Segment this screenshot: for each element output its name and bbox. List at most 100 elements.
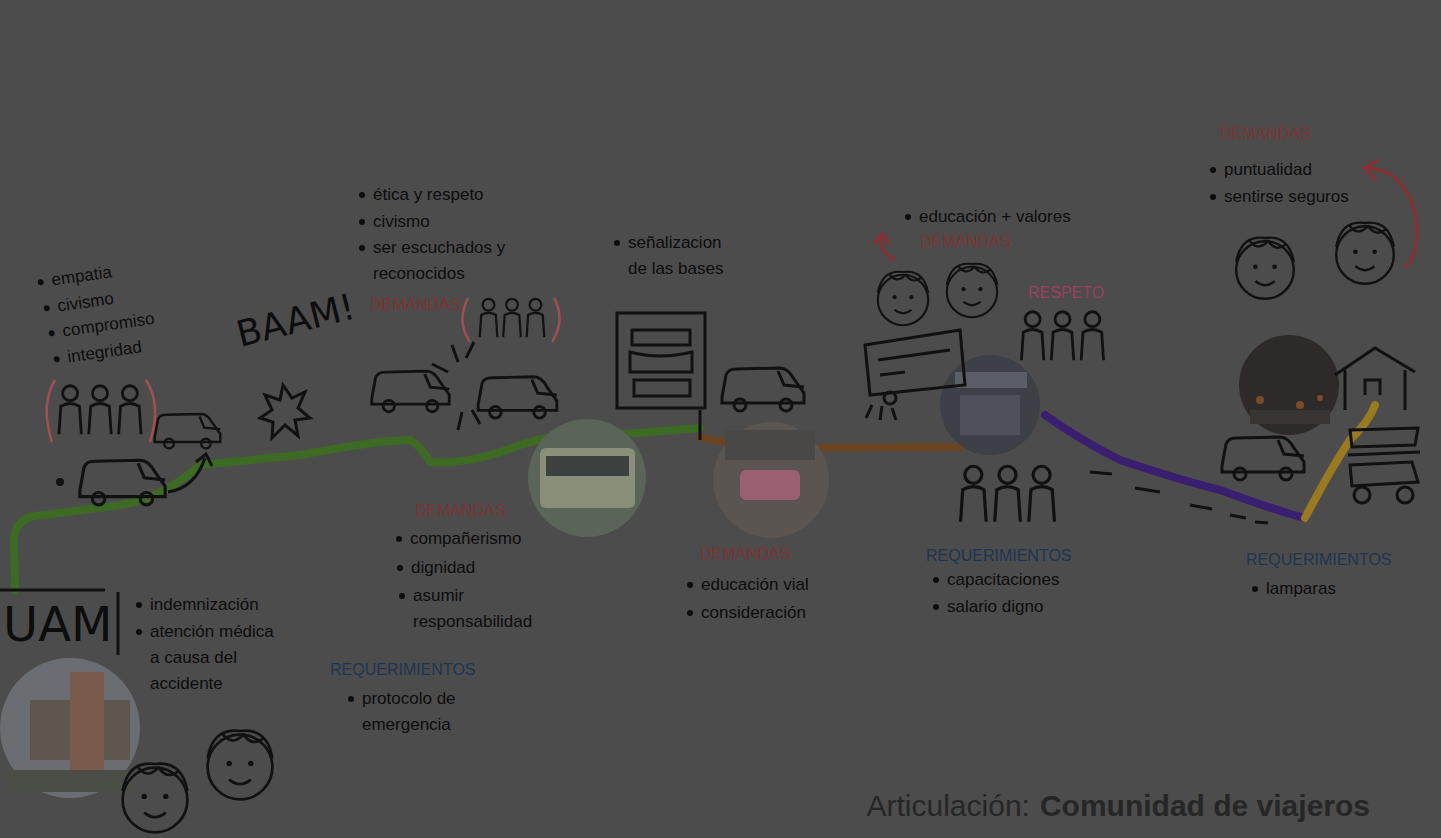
label-text: sentirse seguros xyxy=(1224,184,1349,210)
van-sketch xyxy=(722,368,804,411)
label-text: atención médica a causa del accidente xyxy=(150,619,285,697)
bullet-dot xyxy=(905,214,911,220)
label-text: educación + valores xyxy=(919,204,1071,230)
bullet-item: dignidad xyxy=(395,555,475,581)
label-text: protocolo de emergencia xyxy=(362,686,472,738)
photo-base xyxy=(940,355,1040,455)
face-sketch xyxy=(1336,223,1394,284)
label-text: empatia xyxy=(50,259,114,293)
van-sketch xyxy=(478,377,557,418)
van-sketch xyxy=(155,414,221,448)
bullet-dot xyxy=(37,279,44,286)
heading-label: DEMANDAS xyxy=(1220,124,1311,144)
label-text: dignidad xyxy=(411,555,475,581)
title: Comunidad de viajeros xyxy=(1040,788,1370,824)
bullet-dot xyxy=(687,582,693,588)
crash-burst xyxy=(260,385,310,438)
wheel xyxy=(1354,487,1370,503)
label-text: capacitaciones xyxy=(947,567,1059,593)
photo-uam xyxy=(0,658,140,798)
bullet-item: consideración xyxy=(685,600,806,626)
photo-street xyxy=(713,422,829,538)
heading-label: REQUERIMIENTOS xyxy=(1246,550,1392,570)
bullet-dot xyxy=(396,536,402,542)
bullet-item: sentirse seguros xyxy=(1208,184,1349,210)
bus-sketch xyxy=(865,330,965,420)
heading-label: DEMANDAS xyxy=(920,232,1011,252)
bullet-item: capacitaciones xyxy=(931,567,1059,593)
bullet-item: civismo xyxy=(357,209,430,235)
red-bracket xyxy=(462,298,559,342)
bullet-dot xyxy=(136,629,142,635)
label-text: puntualidad xyxy=(1224,157,1312,183)
label-text: ser escuchados y reconocidos xyxy=(373,235,513,287)
bullet-item: protocolo de emergencia xyxy=(346,686,472,738)
label-text: educación vial xyxy=(701,572,809,598)
face-sketch xyxy=(1236,238,1294,299)
label-text: RESPETO xyxy=(1028,283,1104,303)
bullet-item: compañerismo xyxy=(394,526,522,552)
uam-mark xyxy=(0,590,118,655)
route-purple xyxy=(1045,415,1305,518)
label-text: consideración xyxy=(701,600,806,626)
house-sketch xyxy=(1335,348,1415,410)
bullet-item: educación + valores xyxy=(903,204,1071,230)
wheel xyxy=(1397,487,1413,503)
bullet-item: educación vial xyxy=(685,572,809,598)
label-text: BAAM! xyxy=(232,285,360,357)
red-bracket xyxy=(47,380,155,442)
bullet-item: asumir responsabilidad xyxy=(397,583,543,635)
bullet-dot xyxy=(359,192,365,198)
heading-label: BAAM! xyxy=(232,285,360,357)
photo-night xyxy=(1239,335,1339,435)
face-sketch xyxy=(208,731,273,800)
bullet-dot xyxy=(136,602,142,608)
heading-label: DEMANDAS xyxy=(700,544,791,564)
face-sketch xyxy=(123,764,188,833)
bullet-dot xyxy=(348,696,354,702)
label-text: REQUERIMIENTOS xyxy=(926,546,1072,566)
bullet-dot xyxy=(687,610,693,616)
people-sketch xyxy=(59,386,141,435)
bullet-item: salario digno xyxy=(931,594,1043,620)
label-text: DEMANDAS xyxy=(1220,124,1311,144)
bullet-item: señalizacion de las bases xyxy=(612,230,738,282)
dot xyxy=(56,478,64,486)
heading-label: DEMANDAS xyxy=(415,501,506,521)
bullet-dot xyxy=(933,577,939,583)
bullet-dot xyxy=(614,240,620,246)
label-text: salario digno xyxy=(947,594,1043,620)
heading-label: Articulación: xyxy=(867,788,1030,824)
impact-lines xyxy=(432,342,480,430)
turn-arrow xyxy=(168,454,212,492)
bullet-dot xyxy=(1252,586,1258,592)
label-text: DEMANDAS xyxy=(700,544,791,564)
red-arrow xyxy=(1364,160,1417,268)
heading-label: UAM xyxy=(3,596,112,652)
label-text: señalizacion de las bases xyxy=(628,230,738,282)
red-arrow xyxy=(874,234,895,260)
label-text: compañerismo xyxy=(410,526,522,552)
bullet-dot xyxy=(43,305,50,312)
bullet-item: indemnización xyxy=(134,592,259,618)
label-text: DEMANDAS xyxy=(415,501,506,521)
van-sketch xyxy=(372,371,449,412)
van-sketch xyxy=(1222,437,1304,480)
label-text: asumir responsabilidad xyxy=(413,583,543,635)
photo-bus xyxy=(528,419,646,537)
bullet-item: ser escuchados y reconocidos xyxy=(357,235,513,287)
bullet-dot xyxy=(933,604,939,610)
van-sketch xyxy=(80,460,165,505)
bullet-dot xyxy=(359,219,365,225)
face-sketch xyxy=(878,272,928,325)
people-sketch xyxy=(480,299,545,337)
bullet-item: lamparas xyxy=(1250,576,1336,602)
heading-label: DEMANDAS xyxy=(370,295,461,315)
label-text: UAM xyxy=(3,596,112,652)
bullet-dot xyxy=(53,356,60,363)
heading-label: REQUERIMIENTOS xyxy=(926,546,1072,566)
label-text: indemnización xyxy=(150,592,259,618)
label-text: DEMANDAS xyxy=(920,232,1011,252)
heading-label: REQUERIMIENTOS xyxy=(330,660,476,680)
